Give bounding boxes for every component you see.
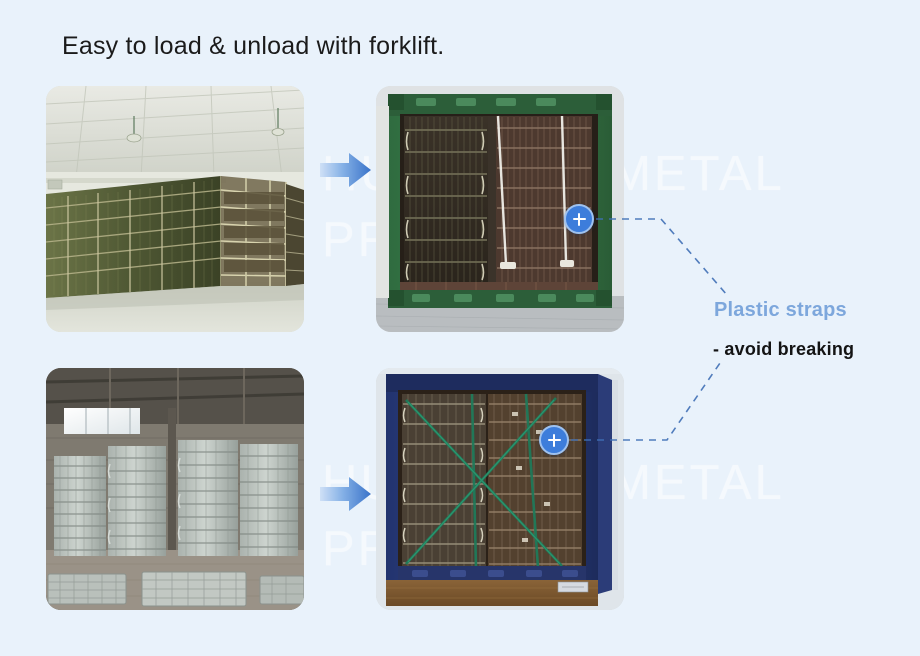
photo-warehouse-stacked-containers <box>46 86 304 332</box>
marker-plus-bottom[interactable] <box>539 425 569 455</box>
process-arrow-top <box>320 148 372 192</box>
marker-plus-top[interactable] <box>564 204 594 234</box>
callout-subtitle: - avoid breaking <box>713 339 855 359</box>
process-arrow-bottom <box>320 472 372 516</box>
photo-green-shipping-container-loaded <box>376 86 624 332</box>
photo-galvanized-containers-warehouse <box>46 368 304 610</box>
page-title: Easy to load & unload with forklift. <box>62 32 445 60</box>
callout-title: Plastic straps <box>714 299 847 321</box>
photo-blue-container-loaded <box>376 368 624 610</box>
